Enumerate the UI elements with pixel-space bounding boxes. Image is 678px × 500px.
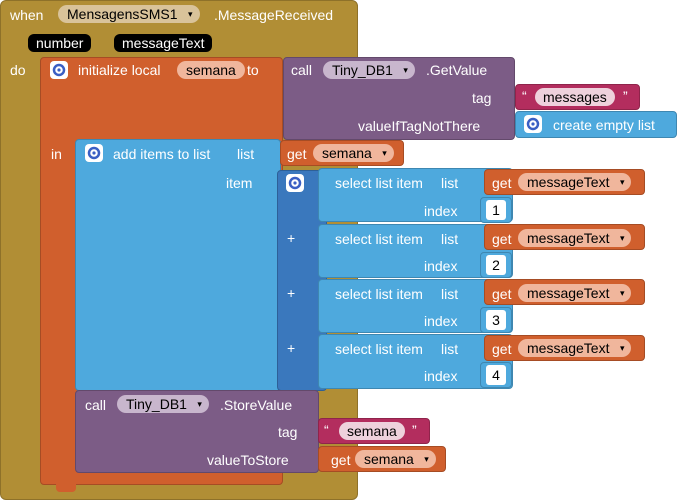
dropdown-arrow-icon: ▾ bbox=[619, 177, 625, 187]
variable-name: messageText bbox=[527, 230, 610, 246]
dropdown-arrow-icon: ▾ bbox=[619, 343, 625, 353]
variable-name: messageText bbox=[527, 285, 610, 301]
component-name: Tiny_DB1 bbox=[332, 62, 393, 78]
text-value-messages[interactable]: messages bbox=[535, 88, 615, 106]
plus-icon: + bbox=[287, 230, 296, 246]
tag-label: tag bbox=[278, 424, 298, 440]
method-storevalue: .StoreValue bbox=[220, 397, 293, 413]
variable-dropdown-messagetext[interactable]: messageText ▾ bbox=[518, 284, 632, 302]
param-message-text[interactable]: messageText bbox=[114, 34, 213, 52]
gear-icon[interactable] bbox=[85, 144, 103, 162]
to-label: to bbox=[247, 62, 259, 78]
dropdown-arrow-icon: ▾ bbox=[424, 454, 429, 464]
value-if-tag-not-there-label: valueIfTagNotThere bbox=[358, 118, 481, 134]
quote-close: ” bbox=[412, 422, 417, 438]
tag-label: tag bbox=[472, 90, 492, 106]
index-number-field[interactable]: 2 bbox=[486, 255, 506, 275]
add-items-label: add items to list bbox=[113, 146, 211, 162]
add-items-to-list-block[interactable] bbox=[75, 139, 281, 391]
value-to-store-label: valueToStore bbox=[207, 452, 289, 468]
list-label: list bbox=[441, 286, 459, 302]
in-label: in bbox=[51, 146, 62, 162]
index-label: index bbox=[424, 258, 458, 274]
variable-dropdown-semana[interactable]: semana ▾ bbox=[355, 450, 436, 468]
get-label: get bbox=[287, 146, 307, 162]
text-value-semana[interactable]: semana bbox=[339, 422, 405, 440]
get-label: get bbox=[492, 231, 512, 247]
dropdown-arrow-icon: ▾ bbox=[619, 233, 625, 243]
component-dropdown-tinydb[interactable]: Tiny_DB1 ▾ bbox=[117, 395, 209, 413]
dropdown-arrow-icon: ▾ bbox=[187, 9, 193, 19]
gear-icon[interactable] bbox=[286, 174, 304, 192]
dropdown-arrow-icon: ▾ bbox=[619, 288, 625, 298]
create-empty-list-label: create empty list bbox=[553, 117, 655, 133]
variable-dropdown-semana[interactable]: semana ▾ bbox=[313, 144, 394, 162]
index-label: index bbox=[424, 368, 458, 384]
variable-dropdown-messagetext[interactable]: messageText ▾ bbox=[518, 229, 632, 247]
variable-dropdown-messagetext[interactable]: messageText ▾ bbox=[518, 339, 632, 357]
local-var-name-field[interactable]: semana bbox=[177, 61, 245, 79]
dropdown-arrow-icon: ▾ bbox=[382, 148, 387, 158]
dropdown-arrow-icon: ▾ bbox=[403, 65, 408, 75]
dropdown-arrow-icon: ▾ bbox=[197, 399, 202, 409]
plus-icon: + bbox=[287, 285, 296, 301]
event-name: .MessageReceived bbox=[214, 7, 334, 23]
method-getvalue: .GetValue bbox=[426, 62, 488, 78]
select-list-item-label: select list item bbox=[335, 286, 423, 302]
index-number-field[interactable]: 4 bbox=[486, 365, 506, 385]
call-label: call bbox=[85, 397, 107, 413]
select-list-item-label: select list item bbox=[335, 231, 423, 247]
call-label: call bbox=[291, 62, 313, 78]
component-name: MensagensSMS1 bbox=[67, 6, 178, 22]
variable-name: semana bbox=[364, 451, 414, 467]
variable-name: semana bbox=[322, 145, 372, 161]
get-label: get bbox=[492, 341, 512, 357]
get-label: get bbox=[492, 286, 512, 302]
gear-icon[interactable] bbox=[524, 115, 542, 133]
do-label: do bbox=[10, 62, 26, 78]
quote-open: “ bbox=[324, 422, 329, 438]
index-label: index bbox=[424, 313, 458, 329]
block-tab bbox=[56, 484, 76, 492]
list-label: list bbox=[441, 341, 459, 357]
variable-name: messageText bbox=[527, 174, 610, 190]
quote-open: “ bbox=[522, 88, 527, 104]
select-list-item-label: select list item bbox=[335, 175, 423, 191]
get-label: get bbox=[331, 452, 351, 468]
variable-dropdown-messagetext[interactable]: messageText ▾ bbox=[518, 173, 632, 191]
when-label: when bbox=[10, 7, 44, 23]
gear-icon[interactable] bbox=[50, 61, 68, 79]
variable-name: messageText bbox=[527, 340, 610, 356]
initialize-local-label: initialize local bbox=[78, 62, 161, 78]
index-number-field[interactable]: 1 bbox=[486, 200, 506, 220]
select-list-item-label: select list item bbox=[335, 341, 423, 357]
get-label: get bbox=[492, 175, 512, 191]
item-label: item bbox=[226, 175, 253, 191]
component-dropdown-mensagens[interactable]: MensagensSMS1 ▾ bbox=[58, 5, 200, 23]
list-label: list bbox=[441, 231, 459, 247]
param-number[interactable]: number bbox=[28, 34, 92, 52]
create-empty-list-block[interactable] bbox=[515, 111, 677, 138]
component-name: Tiny_DB1 bbox=[126, 396, 187, 412]
index-label: index bbox=[424, 203, 458, 219]
quote-close: ” bbox=[623, 88, 628, 104]
plus-icon: + bbox=[287, 340, 296, 356]
component-dropdown-tinydb[interactable]: Tiny_DB1 ▾ bbox=[323, 61, 415, 79]
list-label: list bbox=[237, 146, 255, 162]
index-number-field[interactable]: 3 bbox=[486, 310, 506, 330]
list-label: list bbox=[441, 175, 459, 191]
